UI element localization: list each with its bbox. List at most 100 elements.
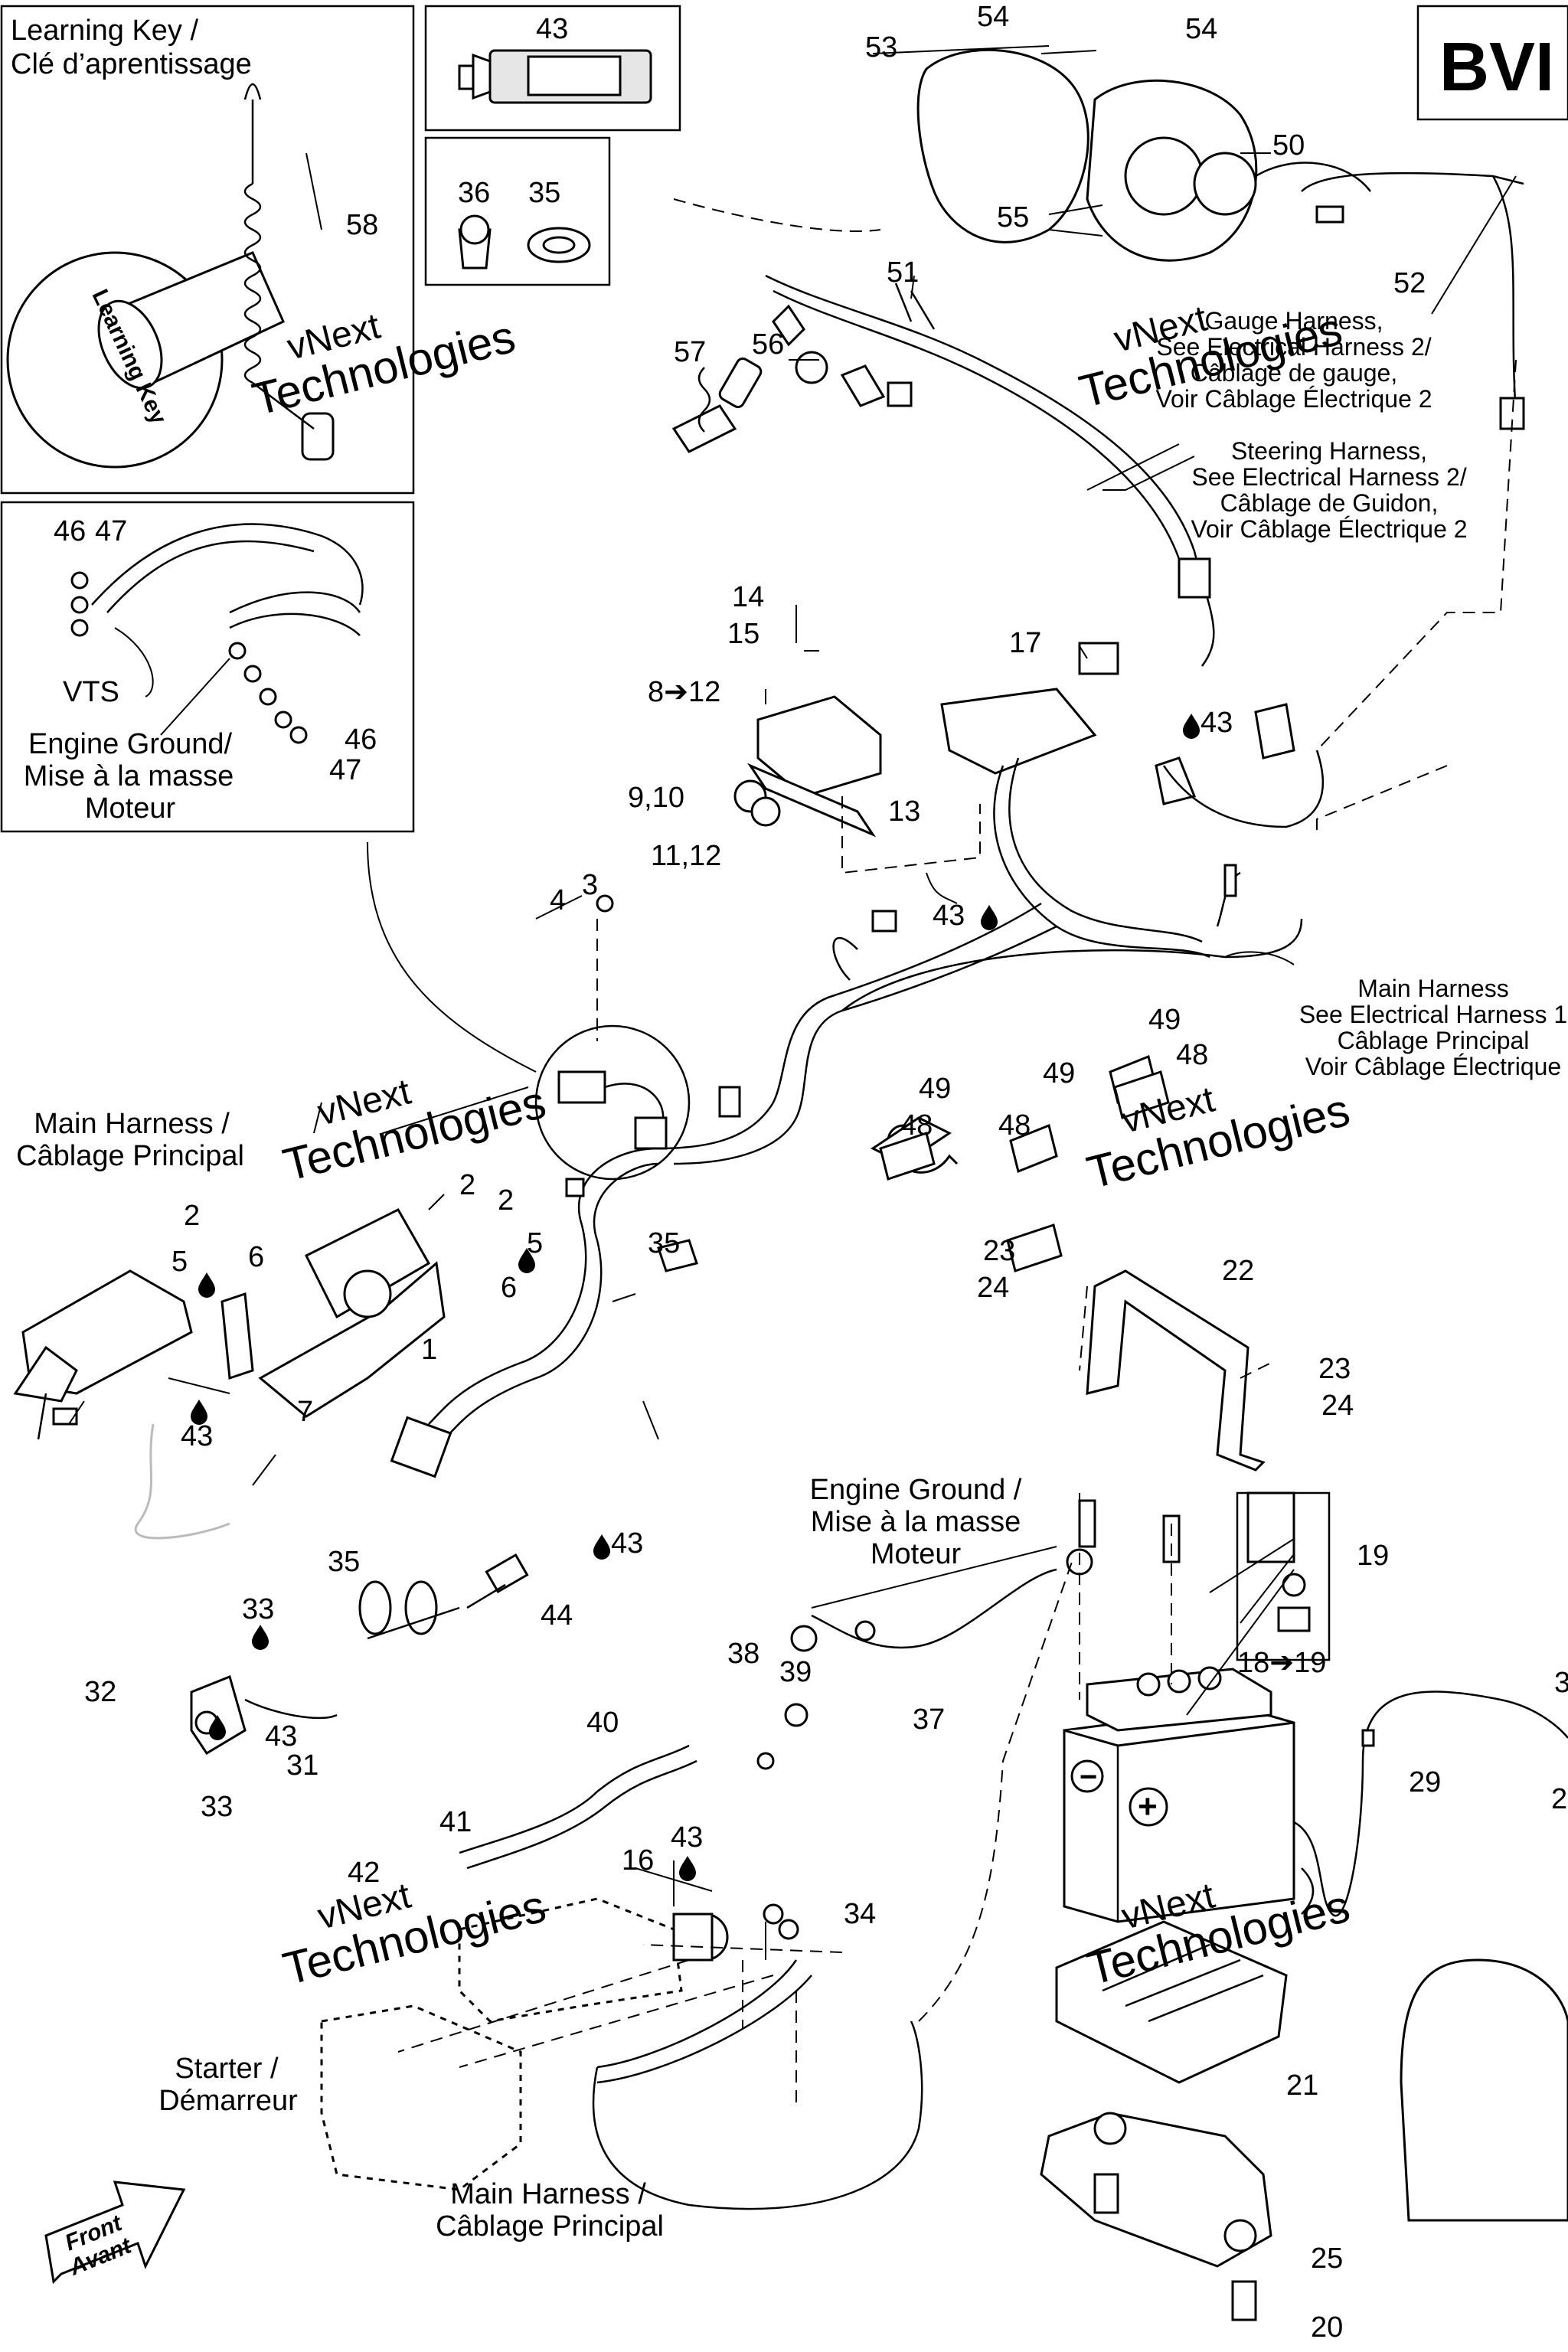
svg-text:See Electrical Harness 2/: See Electrical Harness 2/ xyxy=(1191,463,1466,491)
battery-cables xyxy=(459,1548,1568,2210)
callout: 24 xyxy=(1321,1390,1354,1422)
gauge-cluster xyxy=(916,48,1525,430)
callout: 19 xyxy=(1357,1540,1389,1572)
front-arrow-icon xyxy=(44,2180,186,2285)
callout: 43 xyxy=(671,1821,703,1854)
callout: 38 xyxy=(727,1638,760,1670)
callout: 56 xyxy=(752,328,784,361)
battery-plus-icon: + xyxy=(1138,1788,1158,1825)
callout: 2 xyxy=(184,1200,200,1232)
callout: 5 xyxy=(172,1246,188,1278)
svg-text:Câblage de Guidon,: Câblage de Guidon, xyxy=(1220,489,1439,517)
callout: 34 xyxy=(844,1898,876,1930)
engine-ground-line-3: Moteur xyxy=(85,792,176,825)
svg-text:Main Harness: Main Harness xyxy=(1357,975,1508,1002)
svg-text:Câblage Principal: Câblage Principal xyxy=(1338,1027,1530,1054)
svg-text:Main Harness /: Main Harness / xyxy=(450,2178,646,2210)
svg-text:See Electrical Harness 2/: See Electrical Harness 2/ xyxy=(1156,333,1431,361)
svg-text:Main Harness /: Main Harness / xyxy=(34,1108,230,1140)
parts-35-36-illustration xyxy=(458,214,591,270)
callout: 48 xyxy=(1176,1039,1208,1071)
engine-ground-line-2: Mise à la masse xyxy=(24,760,234,792)
callout: 44 xyxy=(541,1599,573,1632)
part-35-36-box xyxy=(424,136,611,286)
svg-text:Gauge Harness,: Gauge Harness, xyxy=(1204,307,1383,335)
callout: 50 xyxy=(1272,129,1305,162)
callout: 33 xyxy=(242,1593,274,1625)
callout: 24 xyxy=(977,1272,1009,1304)
vts-label: VTS xyxy=(63,676,119,708)
callout: 23 xyxy=(983,1235,1015,1267)
callout: 22 xyxy=(1222,1255,1254,1287)
callout: 43 xyxy=(181,1420,213,1452)
callout: 35 xyxy=(328,1546,360,1578)
engine-ground-line-1: Engine Ground/ xyxy=(28,728,233,760)
battery-minus-icon: − xyxy=(1080,1760,1097,1794)
callout: 51 xyxy=(887,256,919,289)
connector-detail xyxy=(557,1070,668,1150)
callout: 46 xyxy=(54,515,86,547)
ghost-harness xyxy=(134,1423,230,1540)
callout: 2 xyxy=(498,1184,514,1217)
part-43-box xyxy=(424,5,681,132)
battery-tray xyxy=(1055,1920,1288,2084)
svg-text:Voir Câblage Électrique 2: Voir Câblage Électrique 2 xyxy=(1191,515,1467,543)
callout: 11,12 xyxy=(651,840,721,872)
callout: 4 xyxy=(550,884,566,916)
callout: 29 xyxy=(1409,1766,1441,1798)
callout: 48 xyxy=(900,1109,933,1142)
callout: 17 xyxy=(1009,627,1041,659)
leader-lines xyxy=(68,45,1517,2105)
starter-motor xyxy=(320,1897,799,2191)
svg-text:Moteur: Moteur xyxy=(871,1538,962,1570)
callout: 49 xyxy=(1148,1004,1181,1036)
callout: 54 xyxy=(1185,13,1217,45)
svg-text:Câblage de gauge,: Câblage de gauge, xyxy=(1191,359,1397,387)
callout: 20 xyxy=(1311,2311,1343,2344)
main-harness-right-label: Main Harness See Electrical Harness 1 Câ… xyxy=(1299,975,1567,1080)
callout: 46 xyxy=(345,724,377,756)
engine-ground-mid-label: Engine Ground / Mise à la masse Moteur xyxy=(810,1474,1022,1570)
callout-numbers: 1 2 2 2 3 4 5 5 6 6 7 8➔12 9,10 11,12 13… xyxy=(54,1,1568,2344)
vts-illustration xyxy=(70,523,364,744)
callout: 18➔19 xyxy=(1237,1647,1326,1679)
callout: 39 xyxy=(779,1656,812,1688)
callout: 13 xyxy=(888,795,920,828)
callout: 49 xyxy=(1043,1057,1075,1089)
callout: 8➔12 xyxy=(648,676,720,708)
svg-text:Starter /: Starter / xyxy=(175,2053,279,2085)
callout: 58 xyxy=(346,209,378,241)
callout: 55 xyxy=(997,201,1029,234)
battery-bracket xyxy=(1086,1269,1266,1472)
gauge-harness-label: Gauge Harness, See Electrical Harness 2/… xyxy=(1155,307,1432,413)
main-harness xyxy=(390,750,1325,1478)
svg-text:See Electrical Harness 1: See Electrical Harness 1 xyxy=(1299,1001,1567,1028)
callout: 2 xyxy=(1551,1783,1567,1815)
page-code-box xyxy=(1416,5,1568,121)
callout: 5 xyxy=(527,1227,543,1259)
callout: 43 xyxy=(933,900,965,932)
vts-box xyxy=(0,501,415,833)
callout: 7 xyxy=(297,1396,313,1428)
callout: 6 xyxy=(501,1272,517,1304)
svg-text:Voir Câblage Électrique: Voir Câblage Électrique xyxy=(1305,1053,1561,1080)
learning-key-illustration xyxy=(6,83,335,469)
callout: 42 xyxy=(348,1857,380,1889)
callout: 48 xyxy=(998,1109,1031,1142)
callout: 16 xyxy=(622,1844,654,1877)
callout: 43 xyxy=(536,13,568,45)
callout: 52 xyxy=(1393,267,1426,299)
callout: 43 xyxy=(265,1720,297,1753)
callout: 40 xyxy=(586,1707,619,1739)
main-harness-bottom-label: Main Harness / Câblage Principal xyxy=(436,2178,664,2243)
callout: 6 xyxy=(248,1241,264,1273)
battery-base xyxy=(1040,2112,1272,2321)
callout: 36 xyxy=(458,177,490,209)
battery-cable-short xyxy=(1301,1867,1315,1915)
callout: 31 xyxy=(286,1749,318,1782)
sealant-tube xyxy=(458,49,652,104)
seat-cover xyxy=(1400,1958,1568,2222)
callout: 47 xyxy=(329,754,361,786)
battery xyxy=(1063,1666,1295,1923)
